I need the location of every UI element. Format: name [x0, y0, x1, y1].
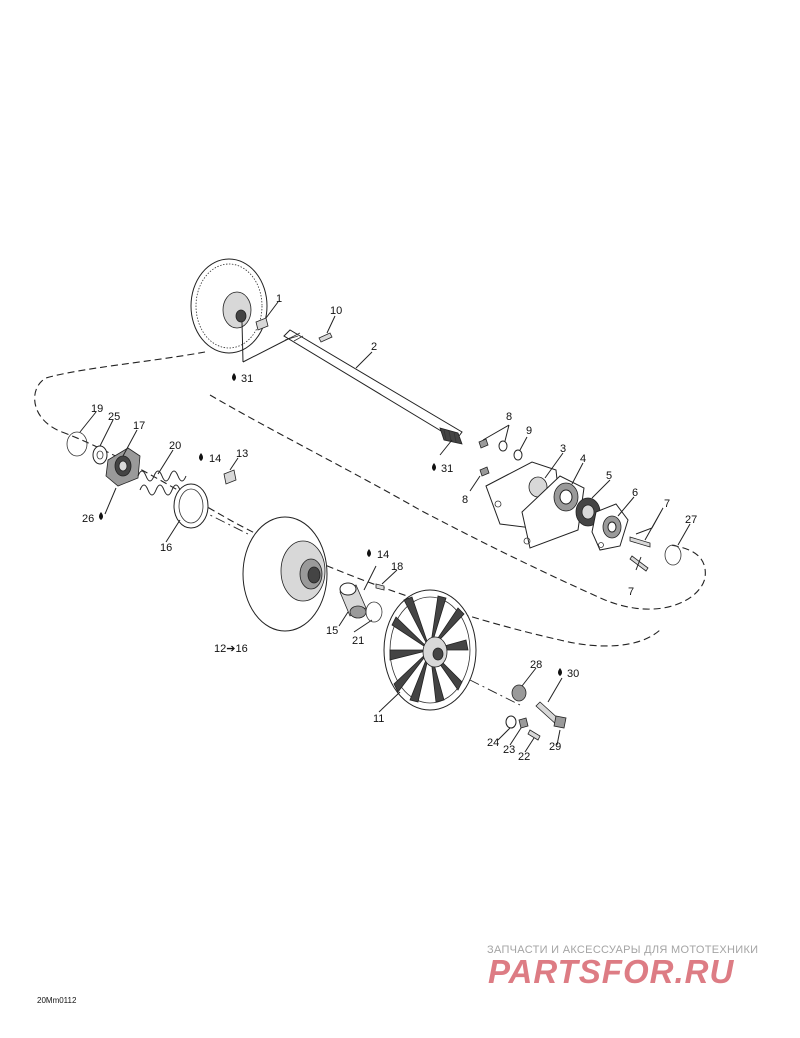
callout-7-bottom: 7 — [628, 586, 634, 598]
part-13-clip — [223, 469, 237, 485]
callout-3: 3 — [560, 443, 566, 455]
callout-13: 13 — [236, 448, 248, 460]
callout-8-top: 8 — [506, 411, 512, 423]
callout-2: 2 — [371, 341, 377, 353]
part-9-washer — [498, 440, 508, 452]
callout-11: 11 — [373, 713, 384, 725]
watermark-logo[interactable]: PARTSFOR.RU — [488, 953, 735, 990]
part-18-pin — [375, 583, 385, 591]
callout-15: 15 — [326, 625, 338, 637]
callout-8-bottom: 8 — [462, 494, 468, 506]
part-23-nut — [518, 717, 529, 729]
drop-icon — [199, 453, 203, 461]
part-29-bolt-head — [553, 715, 567, 729]
drive-belt-outline — [34, 351, 706, 610]
callout-28: 28 — [530, 659, 542, 671]
callout-1: 1 — [276, 293, 282, 305]
callout-24: 24 — [487, 737, 499, 749]
part-10-key — [318, 332, 333, 343]
callout-17: 17 — [133, 420, 145, 432]
part-25-washer — [92, 445, 108, 465]
drop-icon — [99, 512, 103, 520]
drawing-code: 20Mm0112 — [37, 996, 77, 1005]
part-20-spring — [137, 470, 187, 496]
part-24-washer — [505, 715, 517, 729]
part-2-shaft — [283, 329, 463, 445]
part-21-shim — [365, 601, 383, 623]
drop-icon — [232, 373, 236, 381]
drop-icon — [432, 463, 436, 471]
callout-21: 21 — [352, 635, 364, 647]
part-19-circlip — [66, 431, 88, 457]
part-27-circlip — [664, 544, 682, 566]
leader-lines — [79, 301, 691, 753]
part-8-nut-b — [479, 466, 490, 477]
callout-10: 10 — [330, 305, 342, 317]
shaft-center-axis — [179, 499, 521, 706]
drop-icon — [558, 668, 562, 676]
drive-belt-outline-lower — [61, 431, 661, 647]
callout-14-center: 14 — [377, 549, 389, 561]
watermark-tagline: ЗАПЧАСТИ И АКСЕССУАРЫ ДЛЯ МОТОТЕХНИКИ — [487, 944, 759, 956]
part-25-washer-hole — [96, 450, 104, 460]
callout-12-16: 12➔16 — [214, 643, 248, 655]
callout-31-top: 31 — [241, 373, 253, 385]
part-15-bushing — [339, 582, 367, 619]
callout-14-left: 14 — [209, 453, 221, 465]
drop-icon — [367, 549, 371, 557]
callout-25: 25 — [108, 411, 120, 423]
callout-7-right: 7 — [664, 498, 670, 510]
part-22-screw — [527, 729, 541, 741]
part-9-washer-b — [513, 449, 523, 461]
callout-9: 9 — [526, 425, 532, 437]
callout-20: 20 — [169, 440, 181, 452]
part-28-washer — [511, 684, 527, 702]
callout-29: 29 — [549, 741, 561, 753]
part-17-cam — [105, 447, 141, 487]
callout-30: 30 — [567, 668, 579, 680]
part-8-nut-a — [478, 438, 489, 449]
callout-6: 6 — [632, 487, 638, 499]
callout-27: 27 — [685, 514, 697, 526]
part-4-bearing-plate — [521, 475, 585, 549]
lubricant-drop-icons — [99, 373, 562, 676]
callout-22: 22 — [518, 751, 530, 763]
callout-26: 26 — [82, 513, 94, 525]
part-12-sliding-sheave — [242, 516, 328, 632]
callout-23: 23 — [503, 744, 515, 756]
callout-16: 16 — [160, 542, 172, 554]
callout-4: 4 — [580, 453, 586, 465]
part-11-fixed-sheave — [383, 589, 477, 711]
part-16-cover-ring — [173, 483, 209, 529]
callout-19: 19 — [91, 403, 103, 415]
callout-31-shaft: 31 — [441, 463, 453, 475]
part-1-bushing — [255, 317, 269, 331]
callout-5: 5 — [606, 470, 612, 482]
part-7-bolt-a — [629, 536, 651, 548]
sprocket-gear — [190, 258, 268, 354]
callout-18: 18 — [391, 561, 403, 573]
part-6-flange — [591, 503, 629, 551]
